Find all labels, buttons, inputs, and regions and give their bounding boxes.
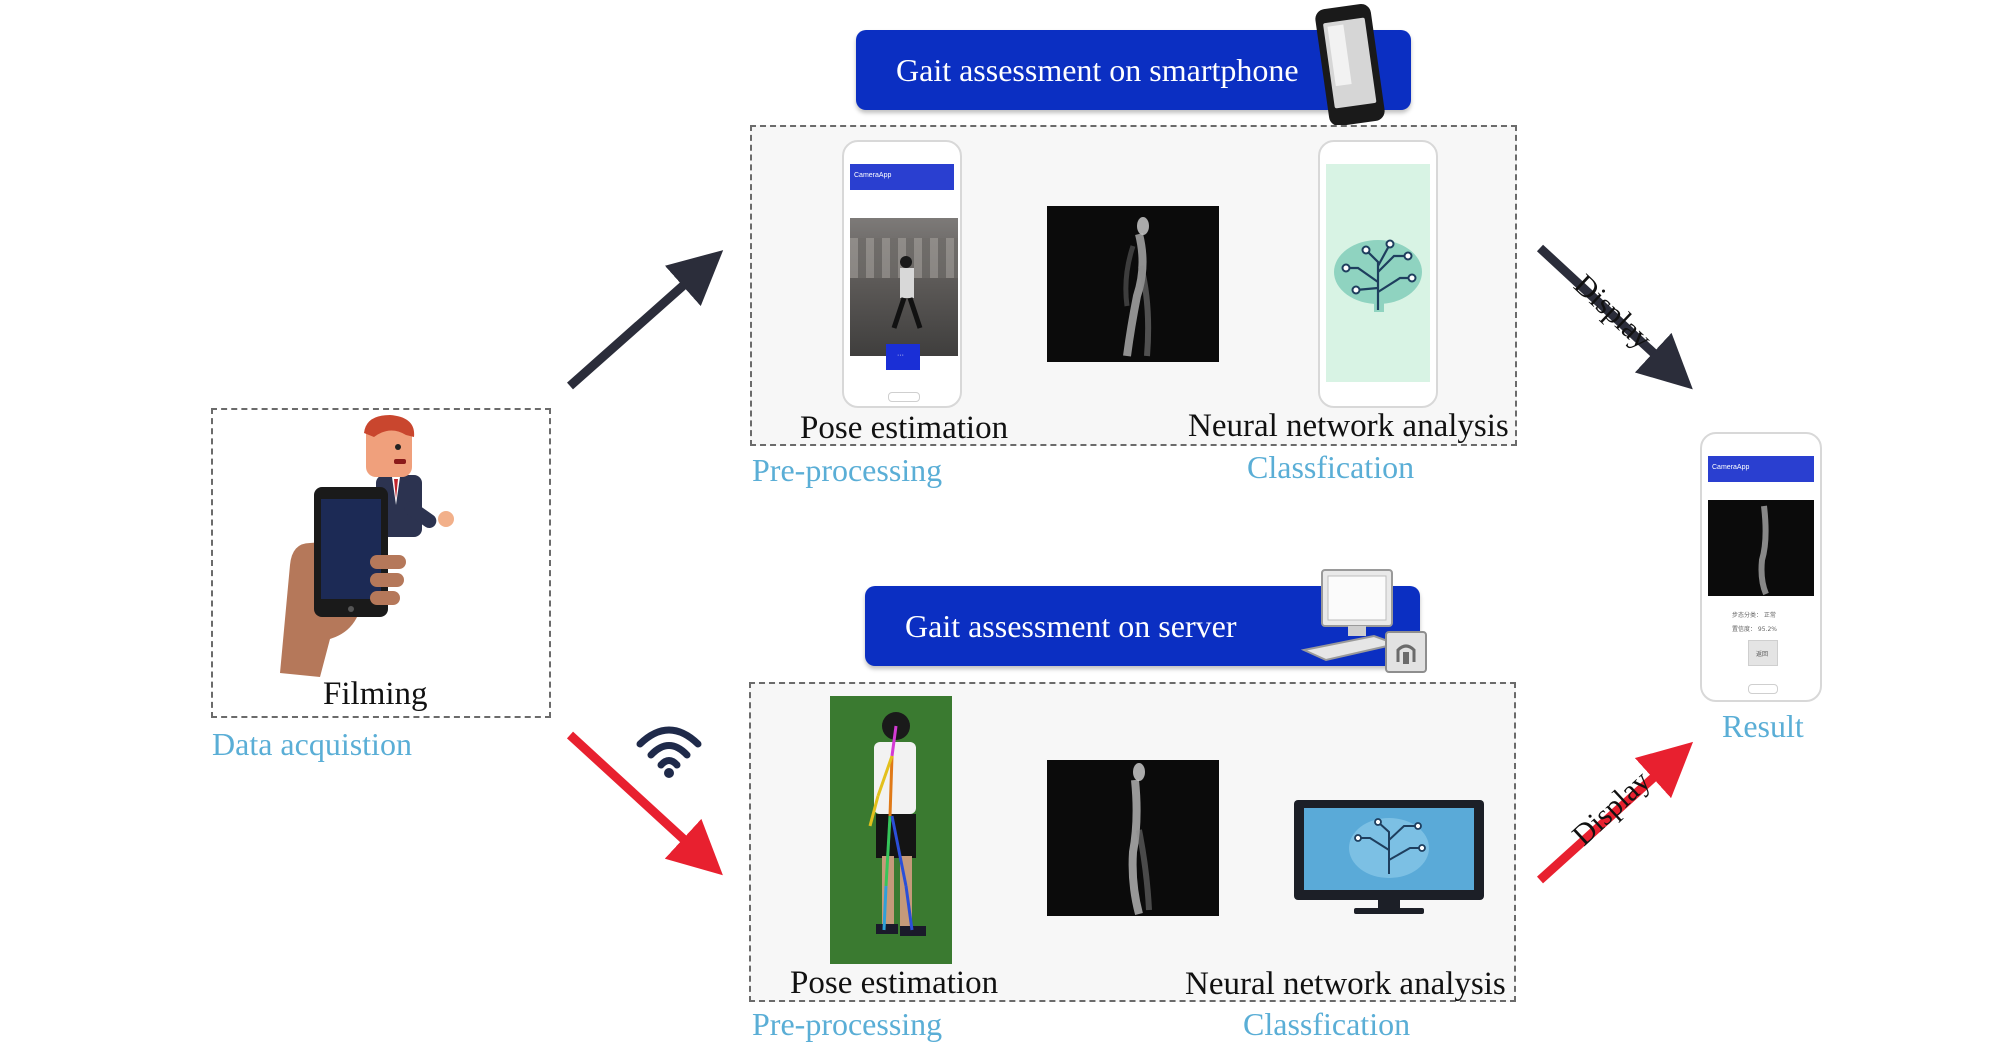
result-row-1: 步态分类： 正常 (1732, 612, 1776, 619)
arrow-to-server (566, 731, 723, 876)
filming-caption: Filming (323, 676, 428, 712)
arrow-display-bottom (1536, 741, 1694, 884)
pose-phone-appbar: CameraApp (850, 164, 954, 190)
monitor-with-brain (1294, 800, 1484, 914)
smartphone-banner-title: Gait assessment on smartphone (896, 51, 1299, 88)
server-preprocessing-label: Pre-processing (752, 1006, 943, 1042)
arrow-display-top (1536, 244, 1693, 390)
gait-energy-image-top (1047, 206, 1219, 362)
server-pose-caption: Pose estimation (790, 965, 999, 1001)
arrow-to-smartphone (567, 250, 724, 390)
smartphone-pose-caption: Pose estimation (800, 410, 1009, 446)
server-classification-label: Classfication (1243, 1006, 1411, 1042)
data-acquisition-label: Data acquistion (212, 726, 412, 762)
result-row-2: 置信度： 95.2% (1732, 626, 1777, 633)
smartphone-preprocessing-label: Pre-processing (752, 452, 943, 488)
result-gei-image (1708, 500, 1814, 596)
filming-illustration (280, 415, 454, 677)
pose-phone-video-frame (850, 218, 958, 356)
gait-energy-image-bottom (1047, 760, 1219, 916)
smartphone-classification-label: Classfication (1247, 449, 1415, 485)
pose-phone-app-title: CameraApp (854, 172, 892, 179)
server-nn-caption: Neural network analysis (1185, 966, 1506, 1002)
server-banner-title: Gait assessment on server (905, 607, 1237, 644)
smartphone-nn-caption: Neural network analysis (1188, 408, 1509, 444)
result-return-button[interactable]: 返回 (1748, 640, 1778, 666)
data-acquisition-box (211, 408, 551, 718)
wifi-icon (636, 726, 702, 778)
pose-estimation-photo (830, 696, 952, 964)
smartphone-icon (1315, 3, 1385, 127)
smartphone-banner: Gait assessment on smartphone (856, 30, 1411, 110)
pose-phone-mockup: CameraApp ··· (842, 140, 962, 408)
result-label: Result (1722, 708, 1804, 744)
classification-phone-mockup (1318, 140, 1438, 408)
result-phone-appbar: CameraApp (1708, 456, 1814, 482)
computer-server-icon (1300, 569, 1427, 673)
result-app-title: CameraApp (1712, 464, 1750, 471)
pose-phone-button[interactable]: ··· (886, 344, 920, 370)
brain-circuit-icon (1334, 239, 1422, 312)
result-phone-mockup: CameraApp 步态分类： 正常 置信度： 95.2% 返回 (1700, 432, 1822, 702)
